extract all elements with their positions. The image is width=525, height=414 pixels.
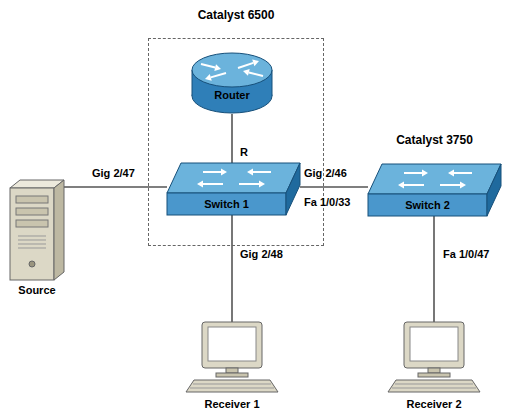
server-icon xyxy=(10,180,64,280)
port-label: Fa 1/0/33 xyxy=(304,196,350,209)
server-front xyxy=(10,188,54,280)
network-link xyxy=(231,215,233,322)
arrow-glyph xyxy=(422,170,428,177)
node-label: Switch 1 xyxy=(167,198,286,211)
router-icon xyxy=(191,52,273,114)
arrow-glyph xyxy=(211,73,226,77)
server-node: Source xyxy=(10,180,64,300)
arrow-glyph xyxy=(460,182,466,189)
switch-front xyxy=(368,194,487,216)
switch-node: Switch 1 xyxy=(167,163,300,215)
node-label: Receiver 2 xyxy=(388,398,480,411)
arrow-glyph xyxy=(203,171,221,173)
vent-line xyxy=(18,244,46,245)
port-label: Gig 2/46 xyxy=(304,167,347,180)
power-button xyxy=(29,261,35,267)
arrow-glyph xyxy=(205,74,212,81)
monitor-neck xyxy=(226,368,238,373)
network-link xyxy=(300,186,368,188)
arrow-glyph xyxy=(239,183,259,185)
monitor-screen xyxy=(410,327,458,361)
port-label: R xyxy=(240,146,248,159)
arrow-glyph xyxy=(252,60,259,67)
pc-icon xyxy=(388,322,480,394)
drive-bay xyxy=(16,208,48,215)
port-label: Fa 1/0/47 xyxy=(443,248,489,261)
node-label: Receiver 1 xyxy=(186,398,278,411)
arrow-glyph xyxy=(249,72,263,76)
router-node: Router xyxy=(191,52,273,114)
switch-node: Catalyst 3750Switch 2 xyxy=(368,134,501,216)
arrow-glyph xyxy=(243,69,250,76)
pc-node: Receiver 2 xyxy=(388,322,480,412)
network-link xyxy=(231,114,233,163)
pc-icon xyxy=(186,322,278,394)
keyboard xyxy=(186,380,278,392)
key-row xyxy=(193,384,271,385)
switch-top xyxy=(368,164,501,194)
drive-bay xyxy=(16,196,48,203)
network-link xyxy=(433,216,435,322)
arrow-glyph xyxy=(398,182,404,189)
key-row xyxy=(395,384,473,385)
monitor-neck xyxy=(428,368,440,373)
keyboard xyxy=(388,380,480,392)
monitor-frame xyxy=(404,322,464,368)
arrow-glyph xyxy=(448,170,454,177)
router-top xyxy=(192,53,272,87)
arrow-glyph xyxy=(404,184,424,186)
node-label: Switch 2 xyxy=(368,199,487,212)
port-label: Gig 2/48 xyxy=(240,248,283,261)
arrow-glyph xyxy=(203,183,223,185)
group-title: Catalyst 6500 xyxy=(149,9,323,22)
network-link xyxy=(64,186,167,188)
node-label: Source xyxy=(10,284,64,297)
key-row xyxy=(392,388,476,389)
monitor-frame xyxy=(202,322,262,368)
switch-side xyxy=(487,164,501,216)
monitor-screen xyxy=(208,327,256,361)
switch-front xyxy=(167,193,286,215)
vent-line xyxy=(18,236,46,237)
arrow-glyph xyxy=(404,172,422,174)
switch-side xyxy=(286,163,300,215)
node-label: Router xyxy=(191,89,273,102)
arrow-glyph xyxy=(221,169,227,176)
vent-line xyxy=(18,248,46,249)
arrow-glyph xyxy=(454,172,472,174)
router-edge xyxy=(192,70,193,96)
pc-node: Receiver 1 xyxy=(186,322,278,412)
arrow-glyph xyxy=(259,181,265,188)
arrow-glyph xyxy=(214,64,221,71)
vent-line xyxy=(18,240,46,241)
monitor-base xyxy=(418,373,450,377)
arrow-glyph xyxy=(201,64,215,68)
arrow-glyph xyxy=(238,63,253,68)
arrow-glyph xyxy=(247,169,253,176)
switch-top xyxy=(167,163,300,193)
group-box: RouterSwitch 1Catalyst 6500 xyxy=(148,38,324,246)
router-edge xyxy=(272,70,273,96)
arrow-glyph xyxy=(253,171,271,173)
key-row xyxy=(190,388,274,389)
server-side xyxy=(54,180,64,280)
monitor-base xyxy=(216,373,248,377)
arrow-glyph xyxy=(197,181,203,188)
group-title: Catalyst 3750 xyxy=(368,134,501,147)
port-label: Gig 2/47 xyxy=(92,167,135,180)
arrow-glyph xyxy=(440,184,460,186)
drive-bay xyxy=(16,220,48,227)
